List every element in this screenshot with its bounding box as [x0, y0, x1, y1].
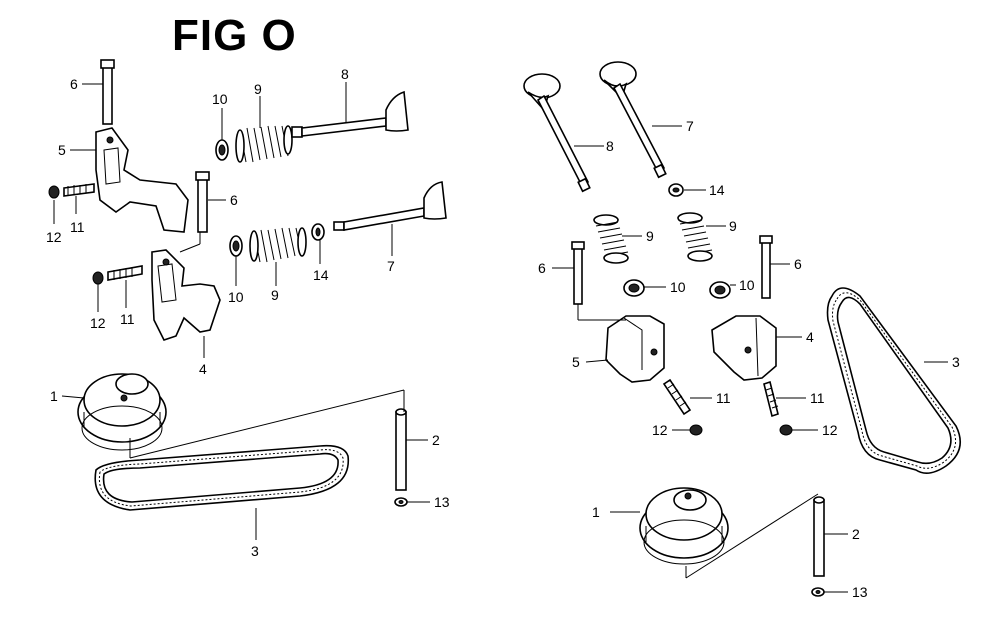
callout-10: 10: [212, 91, 228, 107]
callout-12-right: 12: [822, 422, 838, 438]
right-retainer-10-right: [709, 281, 731, 299]
left-bolt-6-lower: [195, 171, 210, 233]
callout-6-right: 6: [794, 256, 802, 272]
callout-13: 13: [434, 494, 450, 510]
callout-12-lower: 12: [90, 315, 106, 331]
right-rocker-arm-5: [605, 315, 665, 383]
right-valve-8: [523, 73, 591, 193]
right-bolt-6-left: [571, 241, 585, 305]
right-cam-pulley-1: [639, 487, 729, 565]
figure-title: FIG O: [172, 11, 297, 60]
right-leader-lines: [552, 125, 948, 593]
left-washer-13: [394, 497, 408, 507]
callout-14: 14: [709, 182, 725, 198]
callout-6: 6: [70, 76, 78, 92]
callout-1: 1: [50, 388, 58, 404]
left-rocker-arm-4: [151, 249, 221, 341]
right-adjuster-11-right: [763, 380, 779, 418]
left-nut-12-upper: [48, 185, 60, 199]
callout-13: 13: [852, 584, 868, 600]
callout-10-lower: 10: [228, 289, 244, 305]
callout-7: 7: [387, 258, 395, 274]
callout-6-lower: 6: [230, 192, 238, 208]
left-rocker-arm-5: [95, 127, 189, 233]
left-bolt-6-upper: [100, 59, 115, 125]
callout-14: 14: [313, 267, 329, 283]
callout-5: 5: [58, 142, 66, 158]
callout-11-left: 11: [716, 390, 731, 406]
callout-10-right: 10: [739, 277, 755, 293]
left-timing-belt-3: [94, 444, 349, 511]
right-retainer-10-left: [623, 279, 645, 297]
right-timing-belt-3: [826, 287, 962, 474]
callout-11: 11: [70, 219, 85, 235]
callout-8: 8: [606, 138, 614, 154]
callout-3: 3: [952, 354, 960, 370]
callout-6-left: 6: [538, 260, 546, 276]
right-seal-14: [668, 183, 684, 197]
left-callouts: 6 5 12 11 10 9 8 6 12 11 10 9 14 7 4 1 2…: [46, 66, 450, 559]
right-valve-7: [599, 61, 667, 179]
callout-9-lower: 9: [271, 287, 279, 303]
callout-2: 2: [432, 432, 440, 448]
right-spring-9-right: [677, 212, 713, 262]
right-adjuster-11-left: [662, 378, 692, 416]
left-adjuster-11-lower: [107, 265, 143, 281]
right-nut-12-right: [779, 424, 793, 436]
callout-9-left: 9: [646, 228, 654, 244]
callout-1: 1: [592, 504, 600, 520]
callout-4: 4: [806, 329, 814, 345]
right-callouts: 8 7 14 9 9 6 10 10 6 5 4 3 11 11 12 12 1…: [538, 118, 960, 600]
right-assembly: 8 7 14 9 9 6 10 10 6 5 4 3 11 11 12 12 1…: [523, 61, 962, 600]
left-assembly: 6 5 12 11 10 9 8 6 12 11 10 9 14 7 4 1 2…: [46, 59, 450, 559]
right-nut-12-left: [689, 424, 703, 436]
right-shaft-2: [813, 496, 825, 577]
callout-9-right: 9: [729, 218, 737, 234]
left-retainer-10-lower: [229, 235, 243, 257]
callout-10-left: 10: [670, 279, 686, 295]
left-valve-8: [291, 90, 409, 138]
right-washer-13: [811, 587, 825, 597]
callout-11-lower: 11: [120, 311, 135, 327]
left-valve-7: [333, 181, 447, 231]
left-shaft-2: [395, 408, 407, 491]
left-spring-9-upper: [235, 125, 293, 163]
left-leader-lines: [53, 82, 430, 540]
left-adjuster-11-upper: [63, 183, 95, 197]
right-rocker-arm-4: [711, 315, 777, 381]
left-retainer-10-upper: [215, 139, 229, 161]
callout-12-left: 12: [652, 422, 668, 438]
callout-8: 8: [341, 66, 349, 82]
callout-2: 2: [852, 526, 860, 542]
callout-11-right: 11: [810, 390, 825, 406]
callout-5: 5: [572, 354, 580, 370]
callout-4: 4: [199, 361, 207, 377]
left-spring-9-lower: [249, 227, 307, 263]
callout-3: 3: [251, 543, 259, 559]
callout-7: 7: [686, 118, 694, 134]
callout-9: 9: [254, 81, 262, 97]
callout-12: 12: [46, 229, 62, 245]
left-seal-14: [311, 223, 325, 241]
left-nut-12-lower: [92, 271, 104, 285]
right-bolt-6-right: [759, 235, 773, 299]
right-spring-9-left: [593, 214, 629, 264]
left-cam-pulley-1: [77, 373, 167, 451]
